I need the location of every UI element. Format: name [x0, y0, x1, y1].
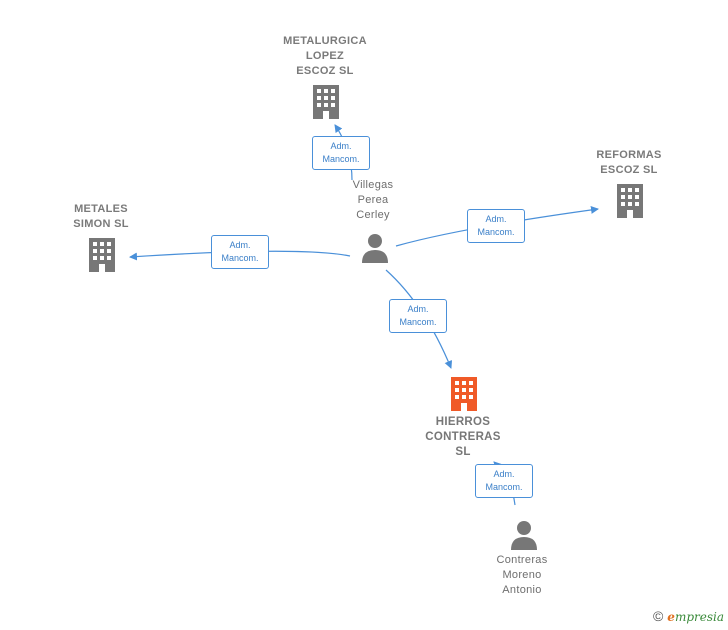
company-label-reformas[interactable]: REFORMAS ESCOZ SL — [596, 149, 662, 176]
company-label-metales[interactable]: METALES SIMON SL — [73, 203, 129, 230]
edge-badge-villegas-hierros[interactable]: Adm. Mancom. — [389, 299, 447, 333]
copyright-icon: © — [652, 608, 664, 624]
edge-badge-villegas-metales[interactable]: Adm. Mancom. — [211, 235, 269, 269]
building-icon-focus[interactable] — [451, 377, 477, 411]
person-label-villegas[interactable]: Villegas Perea Cerley — [352, 179, 394, 221]
edge-line-villegas-metales — [129, 250, 351, 261]
person-icon[interactable] — [362, 234, 388, 263]
brand-logo: empresia — [667, 610, 724, 624]
building-icon[interactable] — [89, 238, 115, 272]
edge-badge-villegas-metalurgica[interactable]: Adm. Mancom. — [312, 136, 370, 170]
person-label-contreras[interactable]: Contreras Moreno Antonio — [496, 554, 548, 596]
person-icon[interactable] — [511, 521, 537, 550]
edge-badge-villegas-reformas[interactable]: Adm. Mancom. — [467, 209, 525, 243]
empresia-watermark: ©empresia — [653, 608, 724, 624]
edge-badge-contreras-hierros[interactable]: Adm. Mancom. — [475, 464, 533, 498]
company-label-hierros[interactable]: HIERROS CONTRERAS SL — [425, 416, 501, 458]
building-icon[interactable] — [617, 184, 643, 218]
building-icon[interactable] — [313, 85, 339, 119]
company-label-metalurgica[interactable]: METALURGICA LOPEZ ESCOZ SL — [283, 35, 367, 77]
